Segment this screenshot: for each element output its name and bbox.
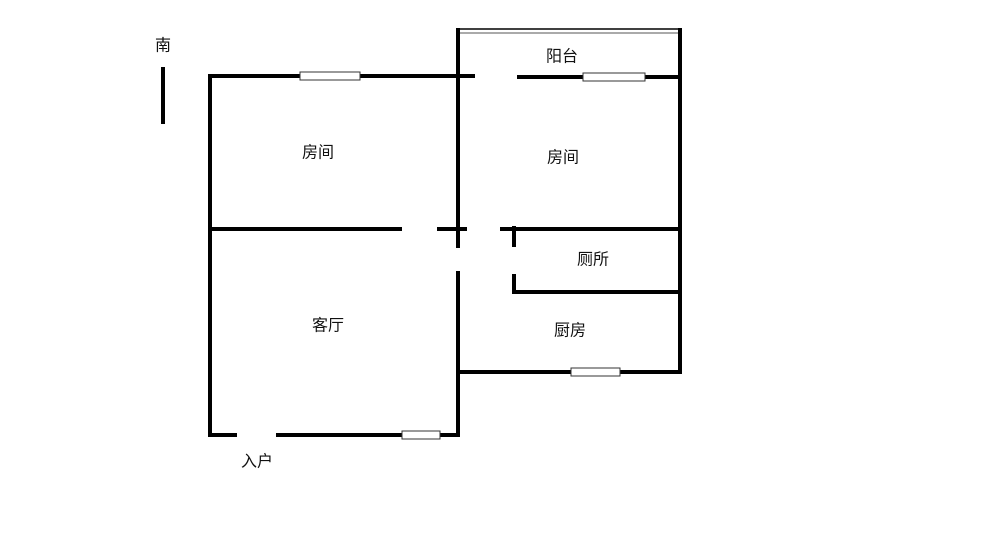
windows — [299, 71, 646, 440]
window-living-room — [401, 430, 441, 440]
compass-label: 南 — [155, 36, 171, 55]
label-toilet: 厕所 — [577, 250, 609, 269]
window-right-bedroom — [582, 72, 646, 82]
label-kitchen: 厨房 — [554, 321, 586, 340]
label-bedroom-right: 房间 — [547, 148, 579, 167]
label-bedroom-left: 房间 — [302, 143, 334, 162]
compass: 南 — [155, 36, 171, 124]
room-labels: 房间 房间 阳台 厕所 客厅 厨房 入户 — [241, 47, 609, 471]
label-entrance: 入户 — [241, 452, 273, 471]
window-left-bedroom — [299, 71, 361, 81]
window-kitchen — [570, 367, 621, 377]
label-living-room: 客厅 — [312, 316, 344, 335]
label-balcony: 阳台 — [546, 47, 578, 66]
